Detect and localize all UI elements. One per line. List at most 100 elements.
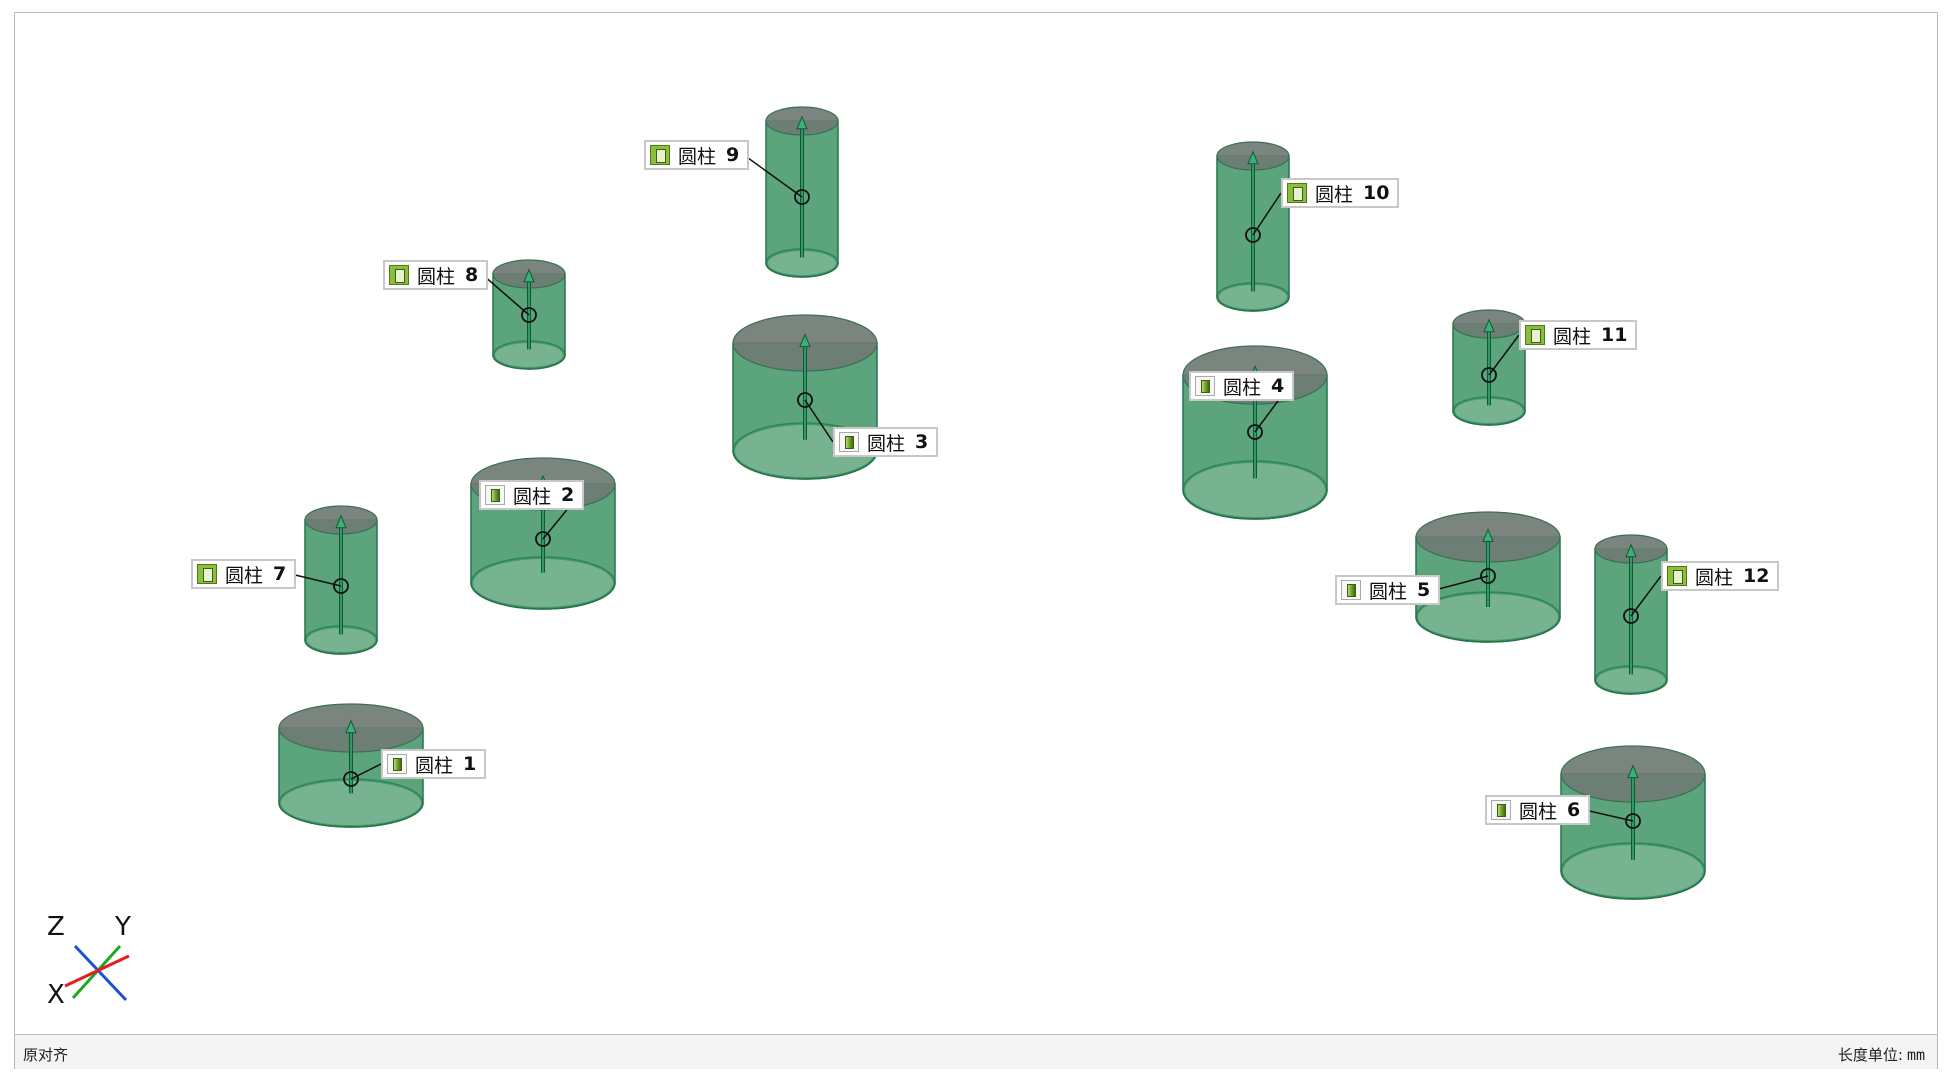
leader-line [482,274,530,316]
cylinder-5[interactable] [1415,511,1561,643]
cylinder-bottom-inner [1597,668,1665,692]
cylinder-label-name: 圆柱 [1695,566,1734,589]
cylinder-feature-icon [485,485,505,505]
cylinder-feature-icon [1195,376,1215,396]
axis-triad-icon [64,944,130,1002]
cylinder-feature-icon [1341,580,1361,600]
cylinder-label-name: 圆柱 [1369,580,1408,603]
cylinder-label-name: 圆柱 [1223,376,1262,399]
cylinder-label-number: 3 [915,431,929,453]
cylinder-label-number: 2 [561,484,575,506]
cylinder-feature-icon [1491,800,1511,820]
pick-point-marker [343,771,359,787]
cylinder-bottom-inner [1219,285,1287,309]
cylinder-axis-arrowhead [335,514,347,529]
leader-line [290,573,342,587]
length-unit-label: 长度单位: [1837,1046,1903,1064]
cylinder-label-number: 7 [273,563,287,585]
cylinder-axis-arrowhead [1627,764,1639,779]
cylinder-label-11[interactable]: 圆柱 11 [1519,320,1638,350]
cylinder-bottom-inner [1185,463,1325,517]
cylinder-label-number: 1 [463,753,477,775]
pick-point-marker [333,578,349,594]
cylinder-feature-icon [1287,183,1307,203]
leader-line [804,399,834,443]
cylinder-9[interactable] [743,106,839,278]
cylinder-label-number: 11 [1601,324,1628,346]
cylinder-label-name: 圆柱 [415,754,454,777]
cylinder-bottom-inner [1563,845,1703,897]
cylinder-bottom-inner [1418,594,1558,640]
cylinder-2[interactable] [470,457,616,610]
cylinder-label-4[interactable]: 圆柱 4 [1189,371,1295,401]
pick-point-marker [797,392,813,408]
pick-point-marker [1245,227,1261,243]
cylinder-feature-icon [387,754,407,774]
cylinder-12[interactable] [1594,534,1668,695]
cylinder-axis-arrowhead [799,333,811,348]
cylinder-8[interactable] [482,259,566,370]
cylinder-axis-arrowhead [1482,528,1494,542]
cylinder-bottom-inner [307,628,375,652]
pick-point-marker [1623,608,1639,624]
cylinder-feature-icon [197,564,217,584]
status-bar: 原对齐 长度单位:mm [15,1034,1937,1069]
cylinder-axis-arrowhead [1625,543,1637,558]
cylinder-label-number: 10 [1363,182,1390,204]
cylinder-axis-arrowhead [1483,318,1495,333]
cylinder-label-number: 5 [1417,579,1431,601]
cylinder-feature-icon [839,432,859,452]
axis-y-label: Y [115,912,131,942]
cylinder-feature-icon [650,145,670,165]
cylinder-label-name: 圆柱 [867,432,906,455]
leader-line [1434,575,1489,591]
cylinder-axis-arrowhead [523,268,535,283]
leader-line [350,763,382,780]
cylinder-label-name: 圆柱 [417,265,456,288]
cylinder-label-number: 4 [1271,375,1285,397]
leader-line [743,154,803,198]
cylinder-label-10[interactable]: 圆柱 10 [1281,178,1400,208]
cylinder-axis-arrowhead [345,719,357,734]
alignment-status: 原对齐 [23,1046,69,1064]
cylinder-label-number: 12 [1743,565,1770,587]
pick-point-marker [1481,367,1497,383]
cylinder-7[interactable] [290,505,378,655]
cylinder-label-name: 圆柱 [1553,325,1592,348]
cylinder-feature-icon [1525,325,1545,345]
axis-triad: Z Y X [25,898,135,1010]
pick-point-marker [1625,813,1641,829]
cylinder-6[interactable] [1560,745,1706,900]
cylinder-axis-arrowhead [796,115,808,130]
leader-line [1630,575,1662,617]
cylinder-label-12[interactable]: 圆柱 12 [1661,561,1780,591]
cylinder-label-8[interactable]: 圆柱 8 [383,260,489,290]
cylinder-bottom-inner [473,559,613,607]
cylinder-label-3[interactable]: 圆柱 3 [833,427,939,457]
cylinder-scene[interactable] [15,13,1937,1033]
pick-point-marker [535,531,551,547]
axis-x-label: X [47,980,65,1010]
cylinder-label-name: 圆柱 [1519,800,1558,823]
cylinder-label-1[interactable]: 圆柱 1 [381,749,487,779]
cylinder-label-name: 圆柱 [1315,183,1354,206]
x-axis-line [73,944,128,1002]
cylinder-label-5[interactable]: 圆柱 5 [1335,575,1441,605]
length-unit-value: mm [1906,1046,1925,1064]
cylinder-bottom-inner [281,781,421,825]
cylinder-10[interactable] [1216,141,1290,312]
cylinder-label-number: 8 [465,264,479,286]
cylinder-feature-icon [1667,566,1687,586]
cylinder-bottom-inner [495,343,563,367]
length-unit-status: 长度单位:mm [1838,1044,1925,1065]
z-axis-line [64,954,130,988]
cylinder-11[interactable] [1452,309,1526,426]
cylinder-bottom-inner [1455,399,1523,423]
pick-point-marker [1247,424,1263,440]
